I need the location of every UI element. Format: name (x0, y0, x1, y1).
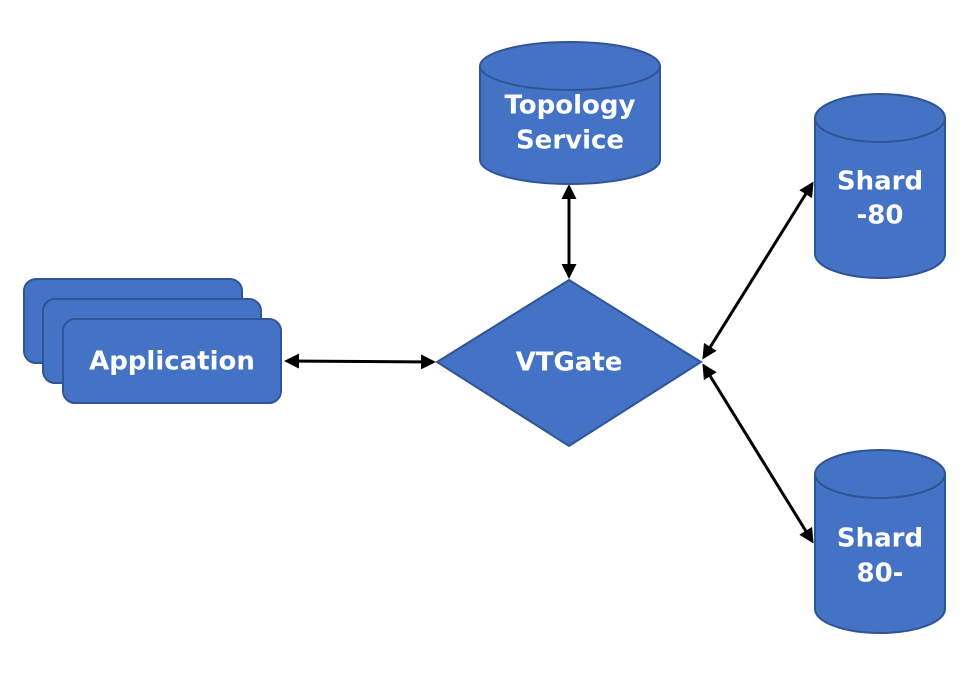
application-label: Application (89, 347, 255, 377)
edges (284, 181, 814, 544)
shard-minus-80-node: Shard -80 (814, 93, 946, 279)
shard-80-plus-label-line2: 80- (857, 559, 904, 589)
application-stack-front (62, 318, 282, 404)
application-node: Application (23, 278, 282, 404)
shard-minus-80-label-line1: Shard (837, 167, 923, 197)
vtgate-node: VTGate (435, 278, 703, 448)
vtgate-diamond (435, 278, 703, 448)
shard-80-plus-cylinder-body (814, 473, 946, 634)
shard-minus-80-cylinder-top (814, 93, 946, 143)
edge-vtgate-shard-minus-80 (702, 181, 814, 360)
vtgate-label: VTGate (516, 348, 623, 378)
topology-label-line1: Topology (505, 91, 636, 121)
shard-80-plus-label-line1: Shard (837, 524, 923, 554)
shard-80-plus-node: Shard 80- (814, 449, 946, 634)
edge-vtgate-shard-80-plus (702, 363, 814, 544)
shard-minus-80-cylinder-body (814, 117, 946, 279)
topology-label-line2: Service (516, 126, 624, 156)
topology-service-node: Topology Service (479, 41, 661, 185)
topology-cylinder-top (479, 41, 661, 91)
shard-80-plus-cylinder-top (814, 449, 946, 499)
edge-application-vtgate (284, 353, 436, 370)
shard-minus-80-label-line2: -80 (857, 201, 904, 231)
topology-cylinder-body (479, 65, 661, 185)
